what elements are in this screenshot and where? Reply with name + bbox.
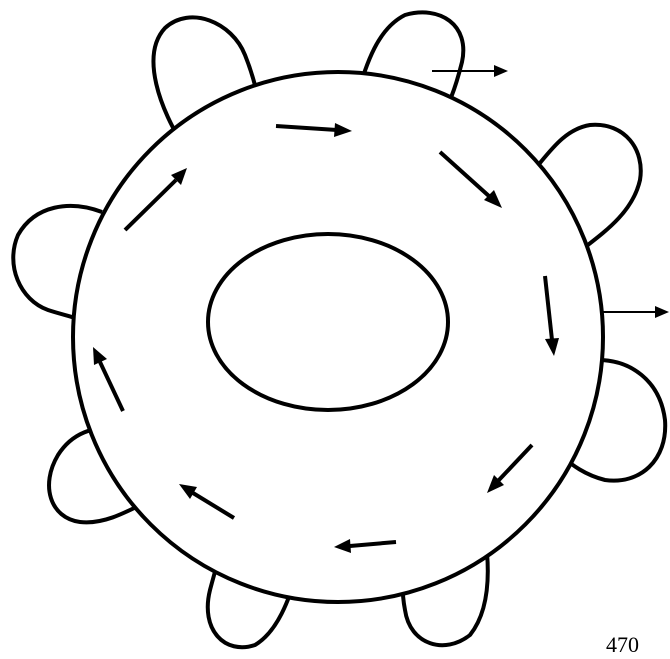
outward-arrow-right (603, 306, 669, 318)
page-number: 470 (606, 634, 639, 656)
nucleus (208, 234, 448, 410)
